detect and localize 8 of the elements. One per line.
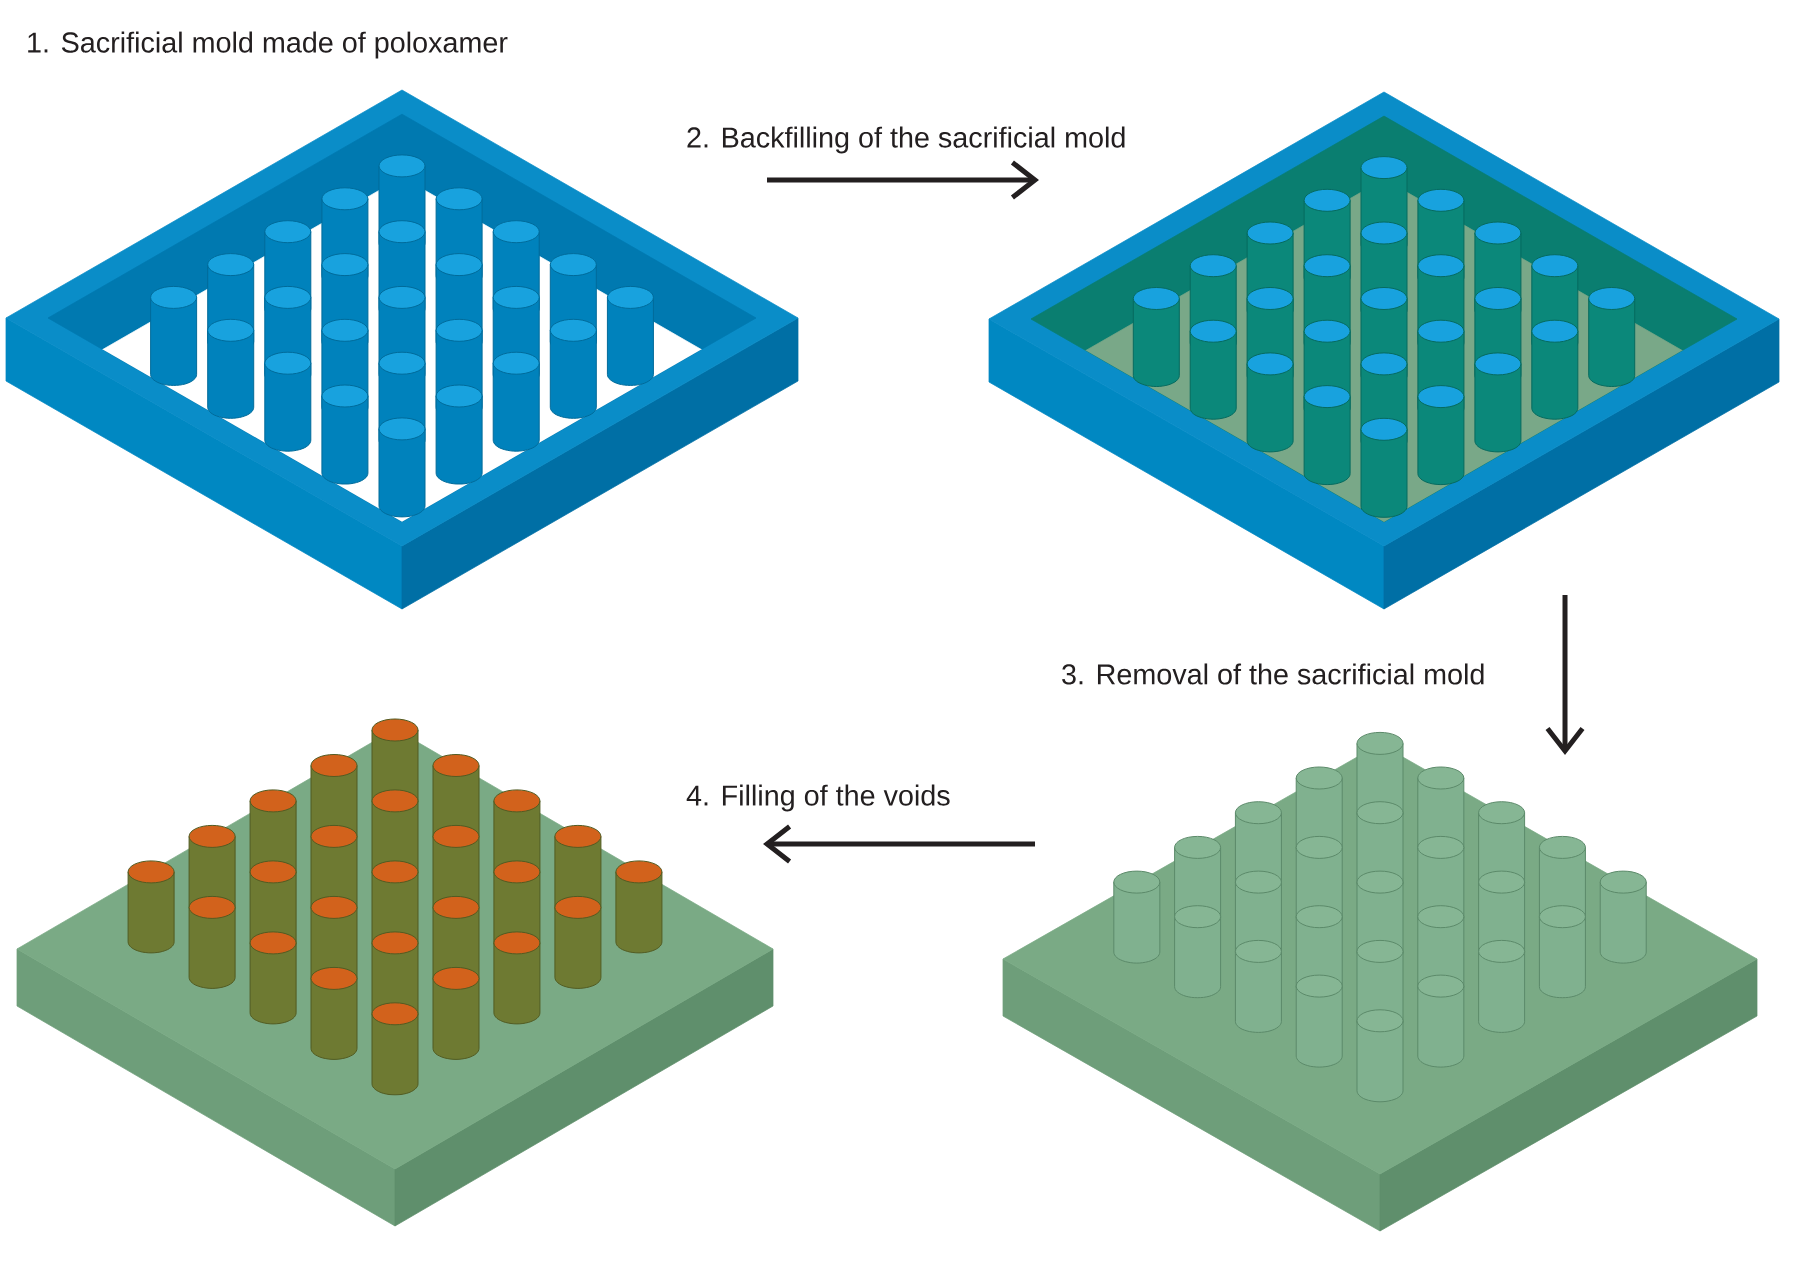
edge-label: 4. Filling of the voids <box>683 782 954 814</box>
stage-heading: 1. Sacrificial mold made of poloxamer <box>28 31 508 59</box>
scaffold-drawing <box>1002 731 1758 1232</box>
arrow <box>1545 595 1585 755</box>
arrow <box>763 824 1035 864</box>
edge-label: 3. Removal of the sacrificial mold <box>1058 660 1488 688</box>
edge-label: 2. Backfilling of the sacrificial mold <box>683 124 1129 156</box>
arrow <box>767 160 1039 200</box>
